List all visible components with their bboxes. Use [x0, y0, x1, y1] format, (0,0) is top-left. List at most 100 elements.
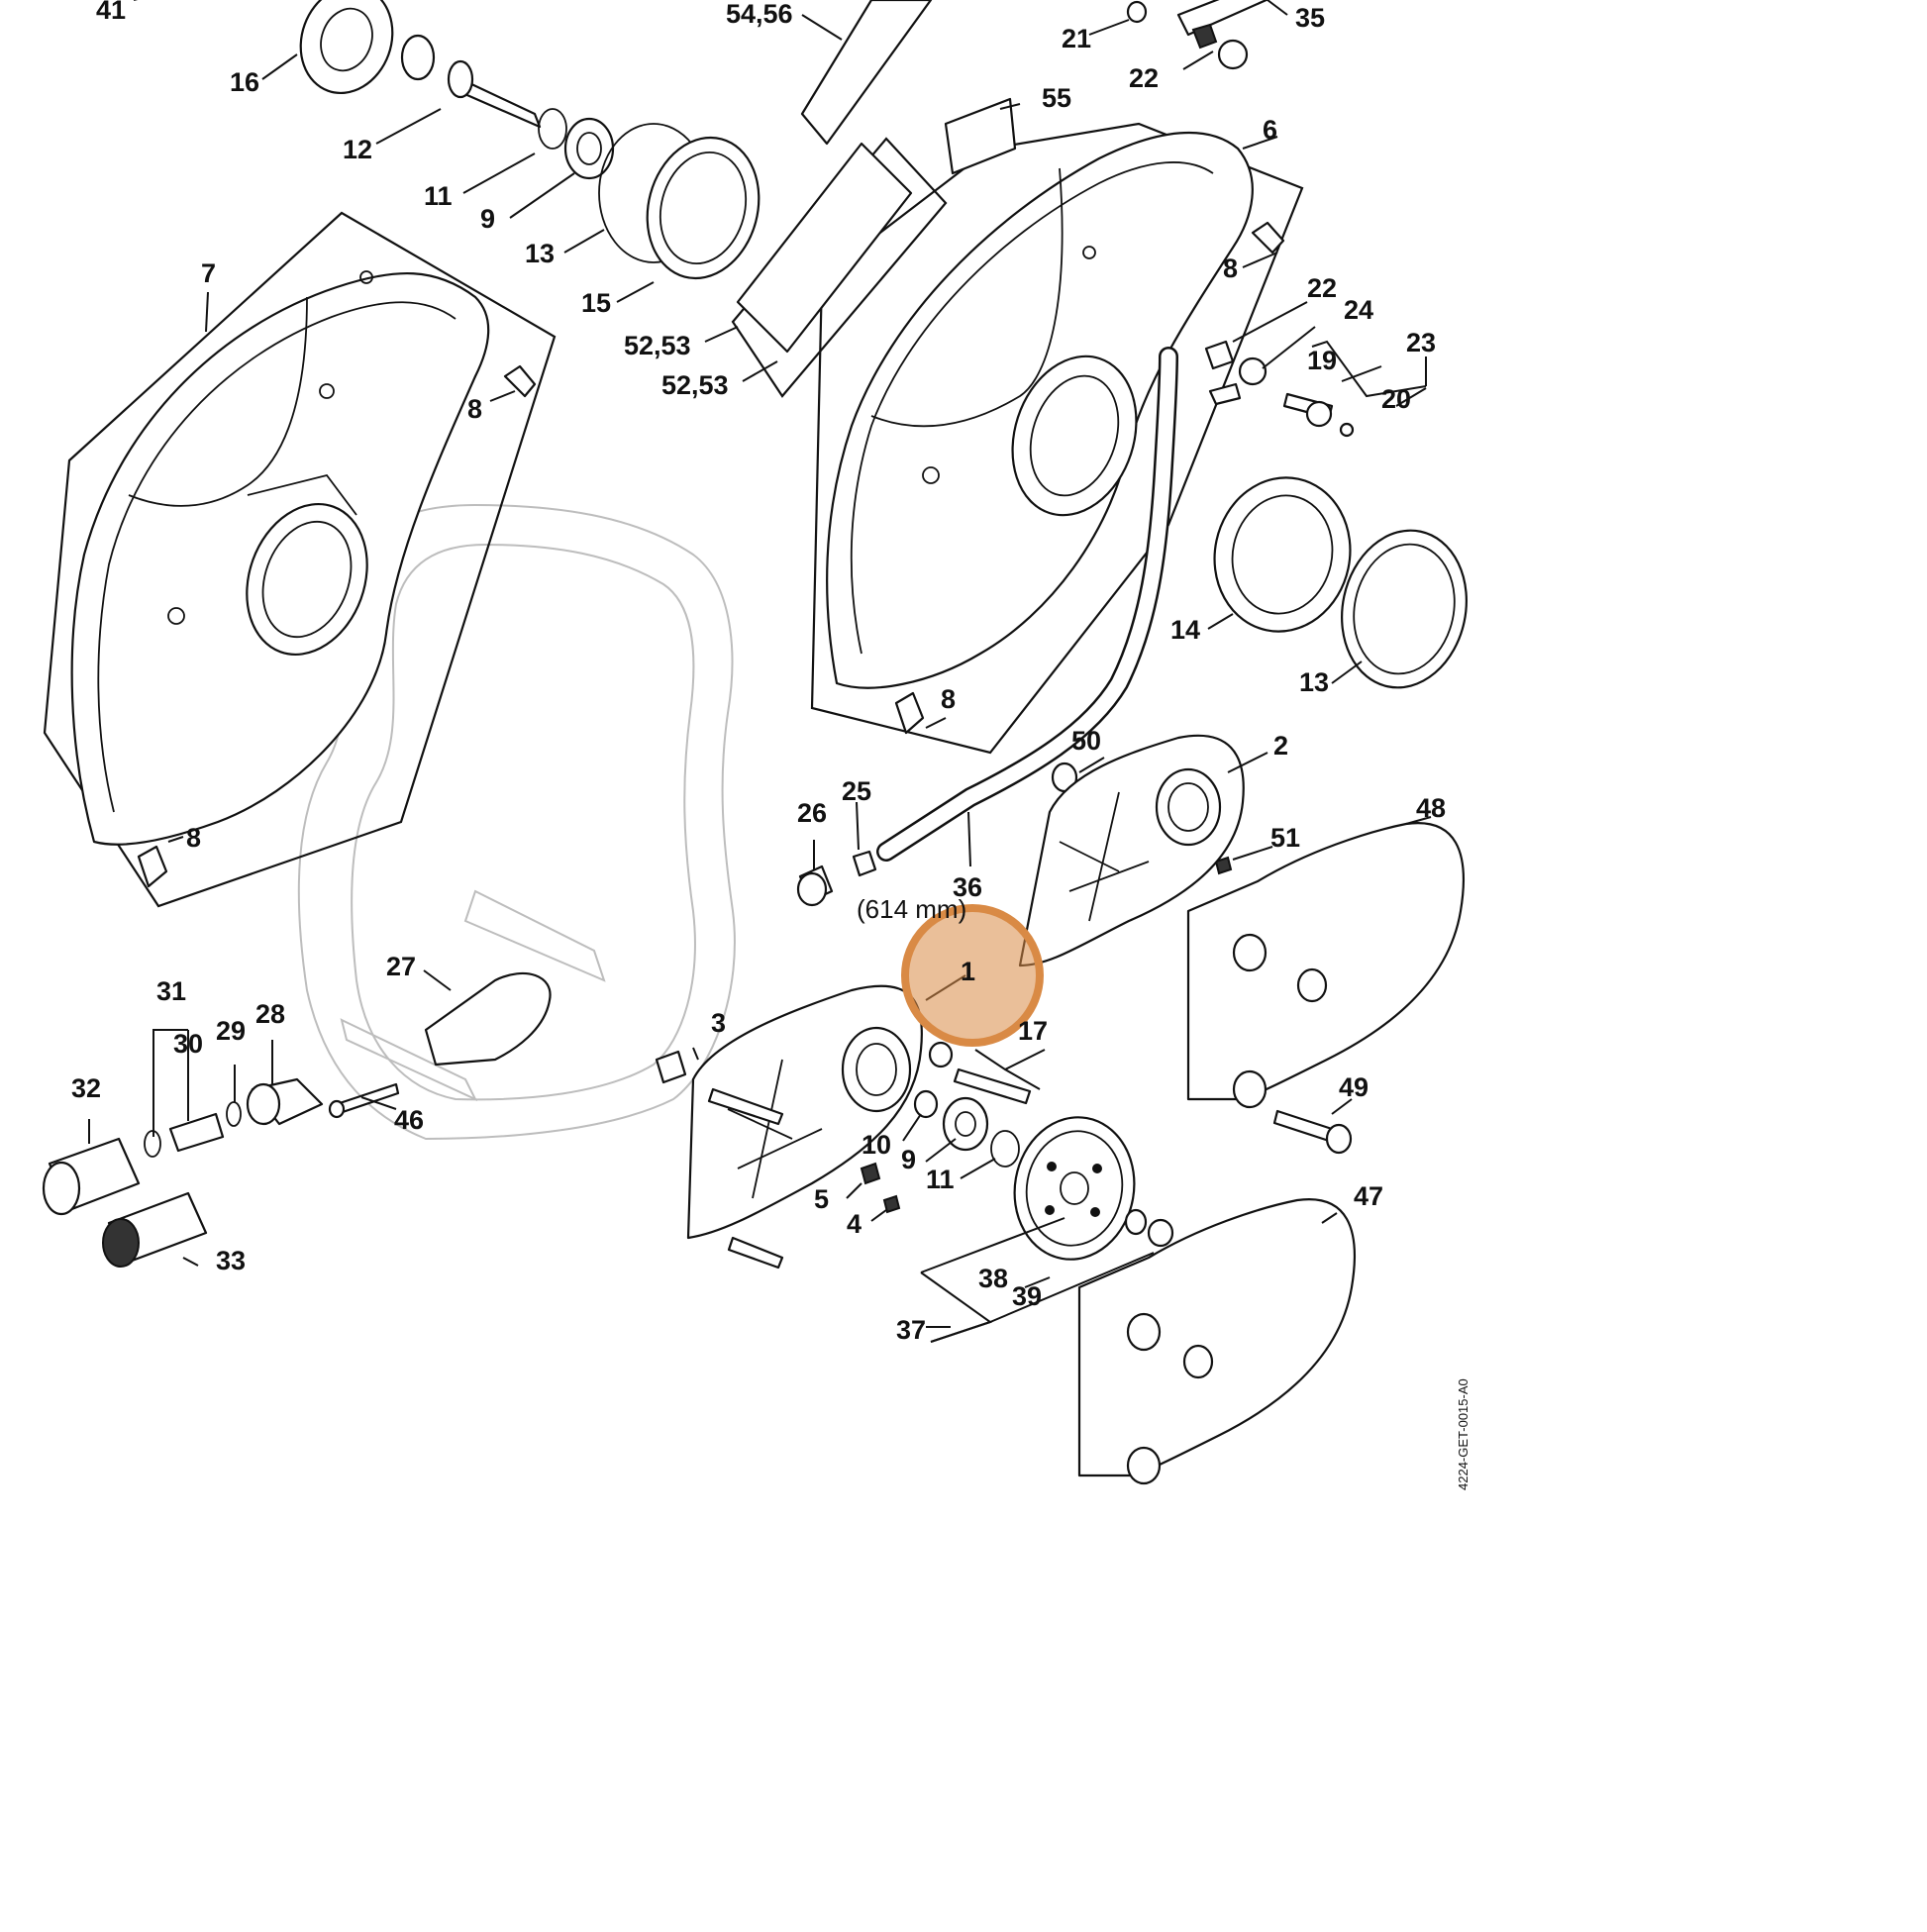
link-35 — [1176, 0, 1269, 37]
pulley-38 — [1013, 1116, 1136, 1261]
screw-5 — [860, 1162, 881, 1185]
callout: 7 — [201, 258, 216, 288]
callout: 39 — [1012, 1281, 1042, 1311]
label-52-53 — [736, 142, 913, 354]
callout: 12 — [343, 135, 372, 164]
callout: 49 — [1339, 1072, 1369, 1102]
housing-2 — [1018, 734, 1245, 967]
callout: 13 — [1299, 667, 1329, 697]
plate-55 — [944, 97, 1017, 175]
frame-guard-left — [43, 211, 557, 908]
bracket-27 — [424, 971, 552, 1067]
nut-3 — [655, 1050, 687, 1084]
ring-14 — [1213, 476, 1352, 633]
eye-24 — [1238, 356, 1268, 386]
nut-25 — [852, 850, 877, 877]
bearing-9-low — [942, 1096, 989, 1152]
callout: 54,56 — [726, 0, 793, 29]
callout: 26 — [797, 798, 827, 828]
callout: 31 — [156, 976, 186, 1006]
callout: 8 — [186, 823, 201, 853]
nut-22-top — [1191, 23, 1218, 50]
callout: 37 — [896, 1315, 926, 1345]
callout: 52,53 — [624, 331, 691, 360]
flange-16 — [299, 0, 394, 95]
blade-guard-left — [70, 270, 490, 846]
oring-29 — [226, 1101, 242, 1127]
cover-48 — [1186, 822, 1465, 1109]
callout: 4 — [847, 1209, 862, 1239]
ring-17 — [928, 1041, 954, 1068]
callout: 22 — [1129, 63, 1159, 93]
callout: 11 — [926, 1165, 955, 1194]
leader-lines — [88, 0, 1432, 1343]
callout: 22 — [1307, 273, 1337, 303]
callout: 30 — [173, 1029, 203, 1059]
cover-47 — [1077, 1198, 1356, 1485]
callout: 23 — [1406, 328, 1436, 357]
callout: 8 — [941, 684, 956, 714]
washer-21 — [1126, 0, 1148, 24]
callout: 55 — [1042, 83, 1071, 113]
callout: 38 — [978, 1264, 1008, 1293]
nut-22 — [1204, 340, 1235, 370]
strip-54-56 — [800, 0, 933, 146]
callout: 14 — [1170, 615, 1200, 645]
callout: 52,53 — [661, 370, 729, 400]
callout: 50 — [1071, 726, 1101, 756]
circlip-11-low — [990, 1130, 1020, 1168]
clip-8-right-bottom — [894, 691, 925, 735]
washer-39 — [1124, 1208, 1148, 1236]
callout: 41 — [96, 0, 126, 25]
nut-39 — [1147, 1218, 1174, 1248]
callout: 25 — [842, 776, 871, 806]
callout: 46 — [394, 1105, 424, 1135]
bolt-49 — [1272, 1109, 1334, 1143]
callout: 13 — [525, 239, 555, 268]
callout: 19 — [1307, 346, 1337, 375]
screw-51 — [1214, 856, 1233, 875]
callout: 8 — [1223, 254, 1238, 283]
callout: 2 — [1273, 731, 1288, 761]
blade-guard-right — [826, 131, 1254, 689]
callout: 21 — [1062, 24, 1091, 53]
drawing-code: 4224-GET-0015-A0 — [1456, 1378, 1471, 1490]
callout: 17 — [1018, 1016, 1048, 1046]
callout: 10 — [862, 1130, 891, 1160]
dimension-note: (614 mm) — [857, 894, 966, 924]
callout: 8 — [467, 394, 482, 424]
nipple-30 — [168, 1112, 225, 1153]
handle-bar-ghost — [297, 503, 736, 1141]
callout: 20 — [1381, 384, 1411, 414]
screw-4 — [882, 1194, 901, 1214]
spacer-ring — [400, 34, 436, 81]
callout: 16 — [230, 67, 259, 97]
callout: 24 — [1344, 295, 1373, 325]
callout: 27 — [386, 952, 416, 981]
callout: 9 — [480, 204, 495, 234]
callout: 29 — [216, 1016, 246, 1046]
callout-labels: 41 54,56 21 35 16 22 55 12 6 11 9 13 7 8… — [71, 0, 1446, 1345]
circlip-11-top — [538, 108, 567, 150]
callout: 48 — [1416, 793, 1446, 823]
callout: 6 — [1263, 115, 1277, 145]
clip-8-left-top — [503, 364, 537, 398]
callout: 1 — [961, 957, 975, 986]
bolt-small — [1208, 382, 1242, 406]
callout: 35 — [1295, 3, 1325, 33]
callout: 28 — [255, 999, 285, 1029]
part-17-pin — [953, 1068, 1032, 1105]
callout: 33 — [216, 1246, 246, 1275]
callout: 47 — [1354, 1181, 1383, 1211]
callout: 9 — [901, 1145, 916, 1174]
ring-15 — [646, 136, 761, 280]
sleeve-10 — [913, 1089, 939, 1119]
callout: 51 — [1270, 823, 1300, 853]
callout: 11 — [424, 181, 453, 211]
ring-13-right — [1341, 529, 1468, 689]
clip-8-right-top — [1251, 221, 1285, 254]
screw-20 — [1339, 422, 1355, 438]
bearing-9-top — [563, 117, 615, 180]
